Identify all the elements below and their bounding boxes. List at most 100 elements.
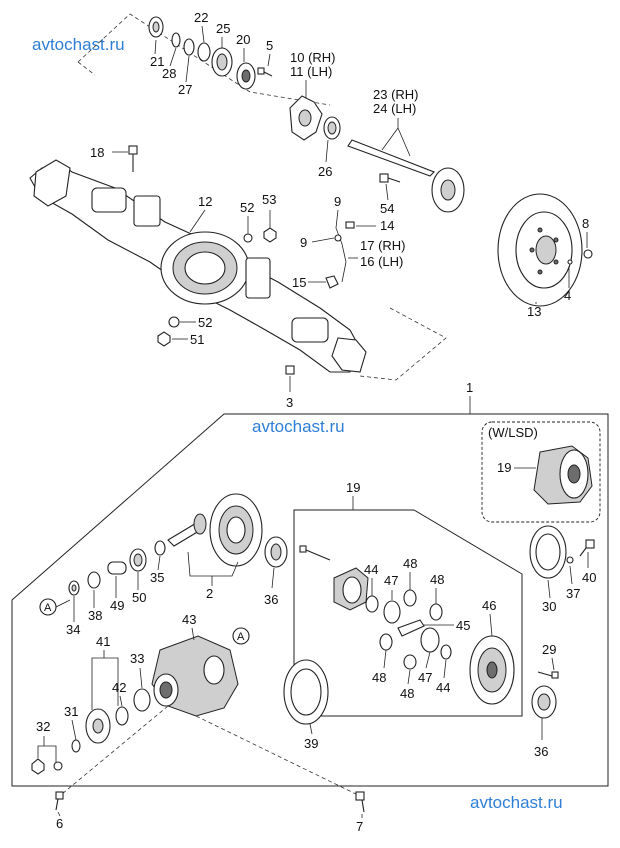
label-28: 28	[162, 66, 176, 81]
cross-shaft-45	[397, 619, 425, 637]
seal-26	[323, 116, 341, 140]
label-48-top: 48	[403, 556, 417, 571]
bolt-40	[579, 539, 595, 557]
label-7: 7	[356, 819, 363, 834]
label-29: 29	[542, 642, 556, 657]
nut-32	[31, 758, 63, 775]
label-11: 11 (LH)	[290, 64, 332, 79]
nut-53	[263, 227, 277, 243]
ring-gear-pinion-2	[167, 493, 263, 567]
label-30: 30	[542, 599, 556, 614]
shim-33	[133, 688, 151, 712]
label-44-lower: 44	[436, 680, 450, 695]
screw-8	[583, 249, 593, 259]
label-44-upper: 44	[364, 562, 378, 577]
wlsd-inset-frame	[481, 421, 601, 523]
housing-link-outline	[359, 307, 447, 381]
seal-35	[154, 540, 166, 556]
label-42: 42	[112, 680, 126, 695]
pinion-48-lower-right	[403, 654, 417, 670]
label-36-left: 36	[264, 592, 278, 607]
label-40: 40	[582, 570, 596, 585]
nut-52-upper	[243, 233, 253, 243]
bolt-18	[112, 145, 138, 172]
label-18: 18	[90, 145, 104, 160]
washer-34	[68, 580, 80, 596]
label-43: 43	[182, 612, 196, 627]
bolt-6	[55, 791, 64, 811]
label-52-lower: 52	[198, 315, 212, 330]
label-ref-a-right: A	[237, 631, 245, 643]
label-21: 21	[150, 54, 164, 69]
plug-37	[566, 556, 574, 564]
label-4: 4	[564, 288, 571, 303]
label-5: 5	[266, 38, 273, 53]
label-17: 17 (RH)	[360, 238, 406, 253]
label-20: 20	[236, 32, 250, 47]
wlsd-label: (W/LSD)	[488, 425, 538, 440]
label-53: 53	[262, 192, 276, 207]
seal-38	[87, 571, 101, 589]
label-19-lsd: 19	[497, 460, 511, 475]
label-19: 19	[346, 480, 360, 495]
seal-42	[115, 706, 129, 726]
label-14: 14	[380, 218, 394, 233]
label-47-lower: 47	[418, 670, 432, 685]
flange-41	[85, 708, 111, 744]
label-50: 50	[132, 590, 146, 605]
washer-44-lower	[440, 644, 452, 660]
label-24: 24 (LH)	[373, 101, 416, 116]
seal-21	[148, 16, 164, 38]
retainer-22	[197, 42, 211, 62]
label-48-right: 48	[430, 572, 444, 587]
label-10: 10 (RH)	[290, 50, 336, 65]
label-37: 37	[566, 586, 580, 601]
label-32: 32	[36, 719, 50, 734]
side-gear-47-upper	[383, 600, 401, 624]
seal-20	[236, 62, 256, 90]
bearing-50	[129, 548, 147, 572]
label-48-lower-left: 48	[372, 670, 386, 685]
lsd-differential-19	[533, 445, 593, 505]
label-54: 54	[380, 201, 394, 216]
washer-31	[71, 739, 81, 753]
axle-shaft-23-24	[347, 139, 465, 213]
reference-a-right	[232, 627, 250, 645]
label-9-upper: 9	[334, 194, 341, 209]
washer-44-upper	[365, 595, 379, 613]
label-51: 51	[190, 332, 204, 347]
label-52-upper: 52	[240, 200, 254, 215]
label-23: 23 (RH)	[373, 87, 419, 102]
label-15: 15	[292, 275, 306, 290]
label-33: 33	[130, 651, 144, 666]
label-9-lower: 9	[300, 235, 307, 250]
label-26: 26	[318, 164, 332, 179]
label-49: 49	[110, 598, 124, 613]
label-38: 38	[88, 608, 102, 623]
label-2: 2	[206, 586, 213, 601]
label-47-upper: 47	[384, 573, 398, 588]
label-27: 27	[178, 82, 192, 97]
brake-disc-13	[497, 193, 583, 307]
label-41: 41	[96, 634, 110, 649]
label-13: 13	[527, 304, 541, 319]
watermark-middle: avtochast.ru	[252, 417, 345, 436]
pinion-48-lower-left	[379, 633, 393, 651]
bearing-36-left	[264, 536, 288, 568]
differential-case-46	[469, 635, 515, 705]
assembly-1-panel-frame	[11, 413, 609, 787]
pinion-48-upper-left	[403, 589, 417, 607]
label-31: 31	[64, 704, 78, 719]
label-22: 22	[194, 10, 208, 25]
differential-carrier-43	[151, 635, 239, 717]
watermark-bottom: avtochast.ru	[470, 793, 563, 812]
bearing-36-right	[531, 685, 557, 719]
axle-housing	[29, 159, 367, 373]
spacer-49	[107, 561, 127, 575]
bolt-7	[355, 791, 365, 813]
label-48-lower: 48	[400, 686, 414, 701]
nut-51	[157, 331, 171, 347]
bolt-54	[379, 173, 401, 183]
label-46: 46	[482, 598, 496, 613]
